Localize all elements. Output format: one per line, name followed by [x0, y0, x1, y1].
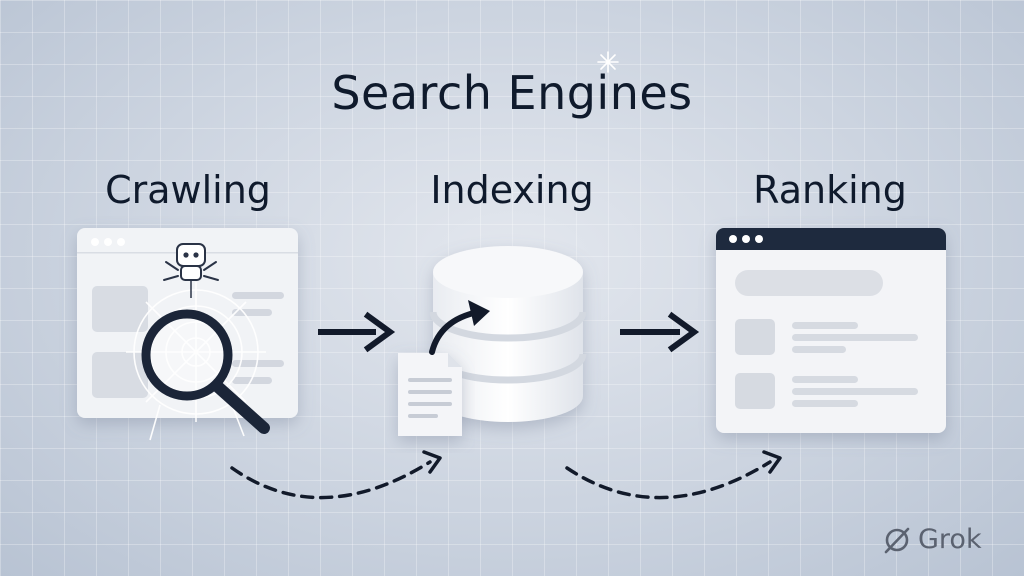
sparkle-icon — [597, 51, 619, 73]
brand-watermark: Grok — [882, 524, 982, 555]
result-thumbnail — [735, 373, 775, 409]
step-label-crawling: Crawling — [105, 168, 271, 212]
window-dots-icon — [729, 235, 763, 243]
page-title: Search Engines — [331, 66, 693, 120]
document-lines — [408, 378, 452, 418]
brand-name: Grok — [918, 524, 982, 555]
magnifying-glass-icon — [141, 309, 270, 434]
arrow-right-icon — [318, 311, 396, 353]
step-label-indexing: Indexing — [430, 168, 594, 212]
result-thumbnail — [735, 319, 775, 355]
dashed-arrow-icon — [230, 450, 442, 500]
content-block — [92, 286, 148, 332]
curved-arrow-icon — [429, 300, 490, 355]
document-icon — [398, 353, 462, 436]
window-dots-icon — [91, 238, 125, 246]
spider-robot-icon — [163, 243, 219, 298]
search-bar — [735, 270, 883, 296]
content-block — [92, 352, 148, 398]
arrow-right-icon — [620, 311, 700, 353]
dashed-arrow-icon — [565, 450, 782, 500]
grok-logo-icon — [884, 527, 910, 553]
step-label-ranking: Ranking — [753, 168, 907, 212]
